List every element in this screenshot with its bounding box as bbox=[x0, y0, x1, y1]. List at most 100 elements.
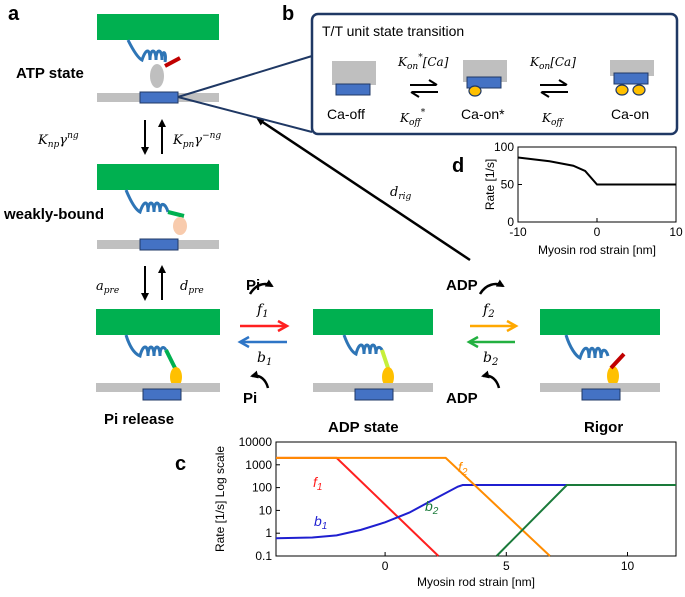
panel-label-c: c bbox=[175, 453, 186, 475]
myosin-head bbox=[170, 367, 182, 387]
calcium-ion bbox=[632, 84, 646, 96]
adp-in-label: ADP bbox=[446, 390, 478, 407]
x-axis-label: Myosin rod strain [nm] bbox=[538, 243, 656, 257]
x-tick-label: 0 bbox=[594, 225, 601, 239]
lever-arm bbox=[380, 349, 390, 369]
koff-rate: Koff bbox=[541, 111, 564, 128]
tt-unit bbox=[142, 388, 182, 401]
adp-state-diagram bbox=[313, 309, 433, 401]
calcium-ion bbox=[468, 85, 482, 97]
tt-forward-arrowhead-2 bbox=[558, 79, 568, 86]
a-pre-rate: apre bbox=[96, 279, 119, 296]
koff-star-rate: Koff* bbox=[399, 108, 426, 128]
tt-onstar-unit bbox=[466, 76, 502, 89]
weakly-bound-label: weakly-bound bbox=[3, 206, 104, 223]
ca-on-label: Ca-on bbox=[611, 106, 649, 122]
f2-curve-label: f2 bbox=[458, 459, 468, 478]
k-pn-rate: Kpnγ−ng bbox=[172, 131, 221, 150]
x-tick-label: 10 bbox=[669, 225, 683, 239]
myosin-spring bbox=[342, 334, 384, 357]
f1-arrowhead bbox=[277, 319, 290, 333]
f1-rate-curve bbox=[276, 456, 440, 557]
myosin-head bbox=[607, 366, 619, 386]
d-rig-arrow bbox=[256, 117, 471, 262]
f2-rate-curve bbox=[276, 456, 551, 557]
pi-out-arrow bbox=[248, 279, 274, 295]
myosin-head bbox=[150, 64, 164, 88]
ca-off-label: Ca-off bbox=[327, 106, 365, 122]
actin-filament bbox=[97, 164, 219, 190]
tt-backward-arrowhead-2 bbox=[540, 91, 550, 98]
tt-unit bbox=[139, 91, 179, 104]
tt-off-block bbox=[332, 61, 376, 85]
y-tick-label: 10 bbox=[259, 503, 273, 517]
atp-state-diagram bbox=[97, 14, 219, 104]
tt-unit bbox=[139, 238, 179, 251]
y-tick-label: 0.1 bbox=[255, 549, 272, 563]
pi-in-label: Pi bbox=[243, 390, 257, 407]
f2-label: f2 bbox=[482, 302, 495, 320]
actin-filament bbox=[540, 309, 660, 335]
kon-star-rate: Kon*[Ca] bbox=[397, 53, 449, 72]
y-tick-label: 0 bbox=[507, 215, 514, 229]
callout-line-top bbox=[177, 55, 313, 98]
myosin-spring bbox=[126, 39, 167, 63]
adp-in-arrow bbox=[481, 370, 501, 389]
y-tick-label: 1 bbox=[265, 526, 272, 540]
pi-release-diagram bbox=[96, 309, 220, 401]
lever-arm bbox=[164, 349, 178, 371]
x-tick-label: 5 bbox=[503, 559, 510, 573]
tt-off-unit bbox=[335, 83, 371, 96]
plot-frame bbox=[275, 441, 677, 557]
kon-rate: Kon[Ca] bbox=[529, 55, 576, 72]
b1-label: b1 bbox=[257, 350, 272, 368]
x-tick-label: -10 bbox=[509, 225, 527, 239]
tt-transition-title: T/T unit state transition bbox=[322, 23, 464, 39]
actin-filament bbox=[313, 309, 433, 335]
f1-curve-label: f1 bbox=[313, 474, 322, 493]
thin-filament-track bbox=[540, 383, 660, 392]
b1-rate-curve bbox=[275, 484, 676, 540]
ca-on-star-label: Ca-on* bbox=[461, 106, 505, 122]
y-axis-label: Rate [1/s] bbox=[483, 159, 497, 210]
actin-filament bbox=[96, 309, 220, 335]
thin-filament-track bbox=[313, 383, 433, 392]
b2-arrowhead bbox=[466, 335, 479, 349]
y-tick-label: 50 bbox=[501, 178, 515, 192]
f2-arrowhead bbox=[506, 319, 519, 333]
tt-on-unit bbox=[613, 72, 649, 85]
pi-release-label: Pi release bbox=[104, 411, 174, 428]
lever-arm bbox=[609, 352, 626, 370]
pi-in-arrow bbox=[250, 370, 270, 389]
tt-on-block bbox=[610, 60, 654, 76]
weakly-bound-diagram bbox=[97, 164, 219, 251]
myosin-spring bbox=[564, 334, 610, 361]
b2-label: b2 bbox=[483, 350, 498, 368]
lever-arm bbox=[164, 56, 181, 68]
pi-out-label: Pi bbox=[246, 277, 260, 294]
lever-arm bbox=[167, 210, 185, 218]
callout-line-bottom bbox=[177, 96, 313, 133]
y-tick-label: 100 bbox=[252, 481, 272, 495]
x-tick-label: 10 bbox=[621, 559, 635, 573]
panel-label-a: a bbox=[8, 3, 20, 25]
tt-unit bbox=[354, 388, 394, 401]
adp-out-label: ADP bbox=[446, 277, 478, 294]
b1-curve-label: b1 bbox=[314, 513, 327, 532]
myosin-head bbox=[382, 367, 394, 387]
calcium-ion bbox=[615, 84, 629, 96]
d-rig-rate: drig bbox=[390, 185, 412, 202]
adp-out-arrow bbox=[478, 279, 505, 295]
y-axis-label: Rate [1/s] Log scale bbox=[213, 446, 227, 552]
d-pre-rate: dpre bbox=[180, 279, 204, 296]
rigor-diagram bbox=[540, 309, 660, 401]
y-tick-label: 10000 bbox=[239, 435, 273, 449]
k-np-rate: Knpγng bbox=[37, 131, 79, 150]
y-tick-label: 1000 bbox=[245, 458, 272, 472]
b2-rate-curve bbox=[495, 484, 676, 557]
atp-state-label: ATP state bbox=[16, 65, 84, 82]
